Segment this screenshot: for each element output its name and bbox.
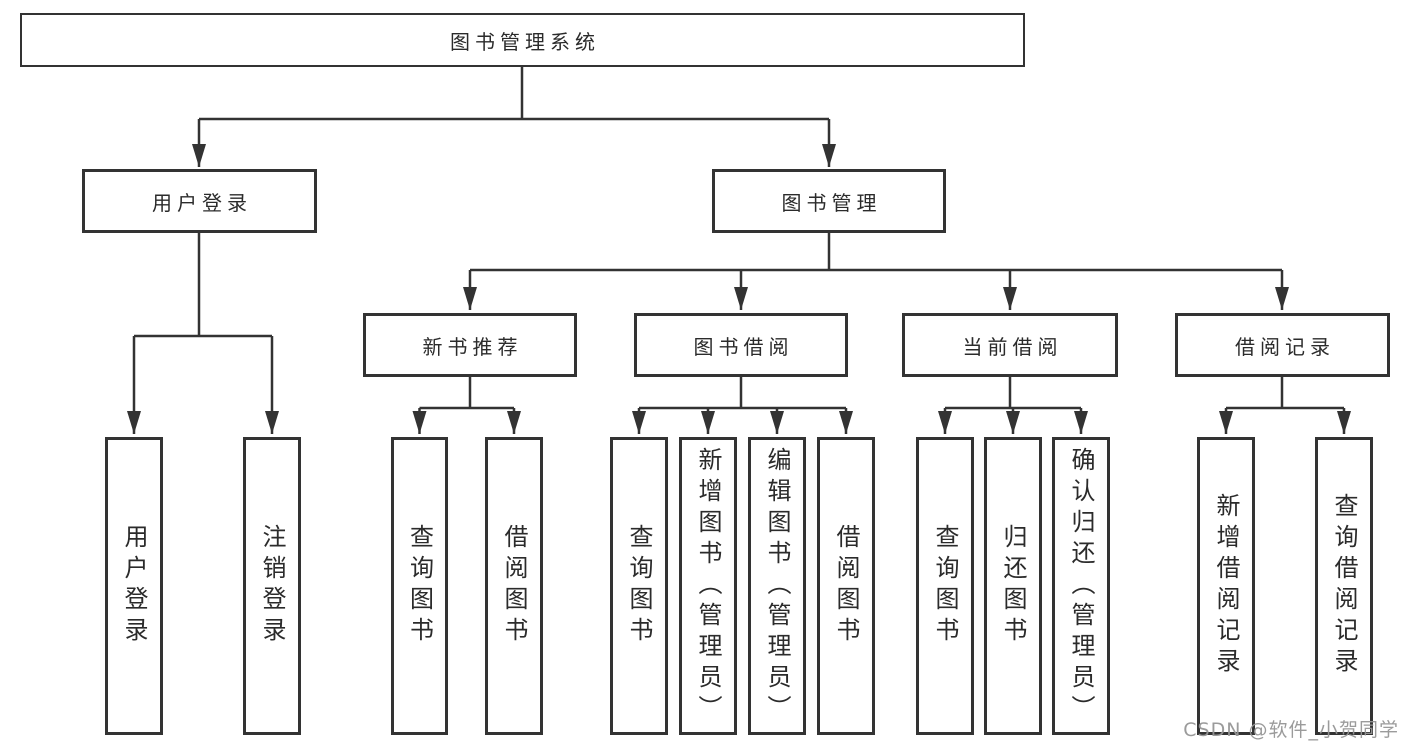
node-book-management-branch: 图书管理: [712, 169, 946, 233]
node-label: 图书借阅: [693, 334, 794, 359]
node-label: 查询图书: [405, 524, 434, 648]
watermark: CSDN @软件_小贺同学: [1183, 719, 1399, 741]
node-label: 图书管理: [781, 190, 882, 215]
node-label: 用户登录: [120, 524, 148, 648]
leaf-query-borrow-record: 查询借阅记录: [1315, 437, 1373, 735]
node-label: 注销登录: [258, 524, 286, 648]
node-label: 新增图书（管理员）: [694, 446, 722, 726]
node-book-borrowing: 图书借阅: [634, 313, 848, 377]
leaf-confirm-return-admin: 确认归还（管理员）: [1052, 437, 1110, 735]
node-label: 新增借阅记录: [1212, 493, 1240, 679]
node-label: 图书管理系统: [450, 29, 600, 54]
node-label: 归还图书: [999, 524, 1027, 648]
node-label: 新书推荐: [422, 334, 523, 359]
leaf-query-books-3: 查询图书: [916, 437, 974, 735]
leaf-add-book-admin: 新增图书（管理员）: [679, 437, 737, 735]
leaf-user-login: 用户登录: [105, 437, 163, 735]
node-label: 查询图书: [931, 524, 959, 648]
node-label: 编辑图书（管理员）: [763, 446, 791, 726]
node-borrowing-records: 借阅记录: [1175, 313, 1390, 377]
node-label: 确认归还（管理员）: [1067, 446, 1095, 726]
node-label: 用户登录: [152, 190, 252, 215]
leaf-borrow-books-2: 借阅图书: [817, 437, 875, 735]
leaf-logout: 注销登录: [243, 437, 301, 735]
leaf-return-books: 归还图书: [984, 437, 1042, 735]
node-label: 借阅记录: [1235, 334, 1335, 359]
node-label: 查询图书: [625, 524, 653, 648]
node-new-book-recommendation: 新书推荐: [363, 313, 577, 377]
leaf-edit-book-admin: 编辑图书（管理员）: [748, 437, 806, 735]
leaf-query-books-2: 查询图书: [610, 437, 668, 735]
node-user-login-branch: 用户登录: [82, 169, 317, 233]
node-label: 当前借阅: [962, 334, 1063, 359]
leaf-borrow-books-1: 借阅图书: [485, 437, 543, 735]
node-current-borrowing: 当前借阅: [902, 313, 1118, 377]
leaf-query-books-1: 查询图书: [391, 437, 448, 735]
node-label: 借阅图书: [500, 524, 528, 648]
leaf-add-borrow-record: 新增借阅记录: [1197, 437, 1255, 735]
node-library-management-system: 图书管理系统: [20, 13, 1025, 67]
node-label: 借阅图书: [832, 524, 860, 648]
node-label: 查询借阅记录: [1330, 493, 1358, 679]
